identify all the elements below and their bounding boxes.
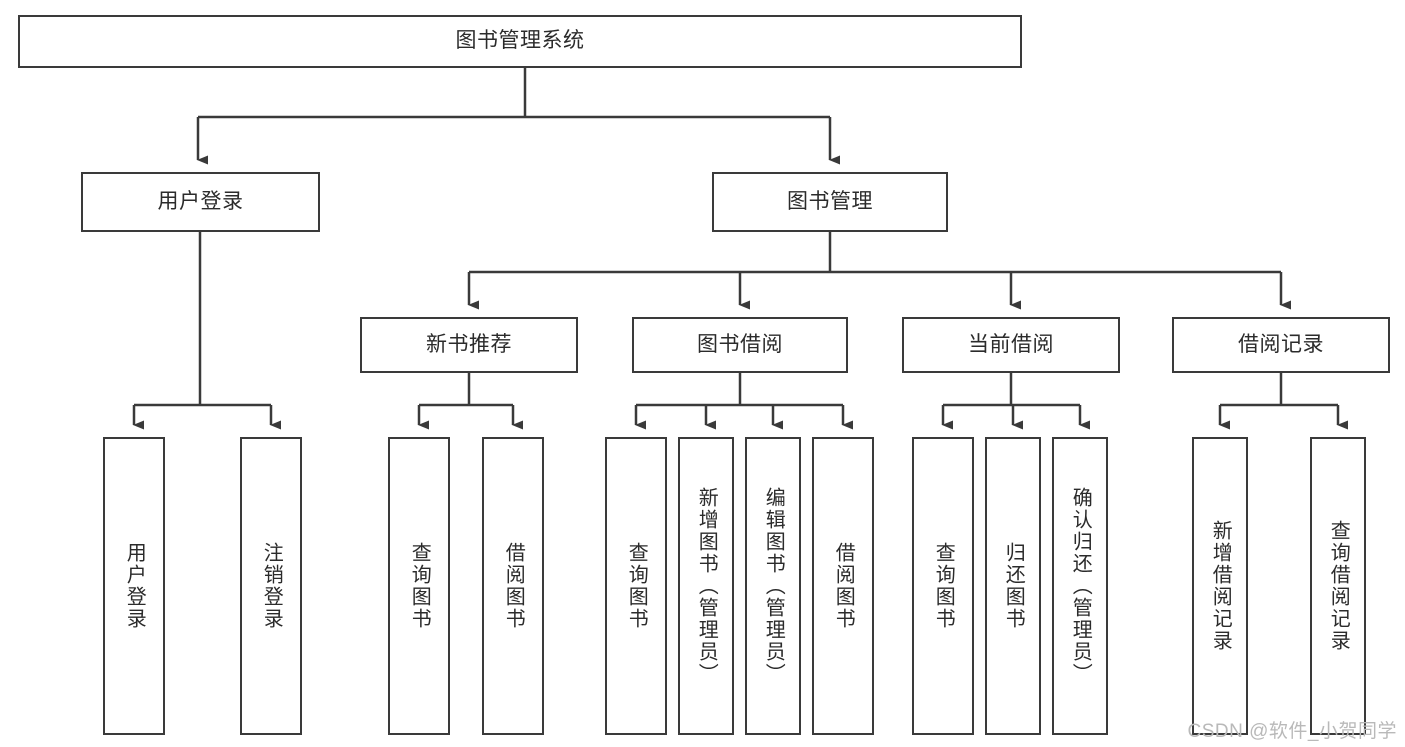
leaf-query-book-1[interactable]: 查询图书 (388, 437, 450, 735)
csdn-watermark: CSDN @软件_小贺同学 (1187, 721, 1397, 742)
leaf-borrow-book-2-label: 借阅图书 (832, 542, 855, 630)
node-book-manage-label: 图书管理 (787, 189, 873, 213)
leaf-borrow-book-2[interactable]: 借阅图书 (812, 437, 874, 735)
node-borrow-record-label: 借阅记录 (1238, 332, 1324, 356)
leaf-add-record[interactable]: 新增借阅记录 (1192, 437, 1248, 735)
leaf-query-book-3[interactable]: 查询图书 (912, 437, 974, 735)
leaf-user-login-label: 用户登录 (123, 542, 146, 630)
leaf-return-book-label: 归还图书 (1002, 542, 1025, 630)
node-book-borrow[interactable]: 图书借阅 (632, 317, 848, 373)
leaf-confirm-return-label: 确认归还（管理员） (1069, 487, 1092, 685)
node-user-login-label: 用户登录 (157, 189, 244, 213)
leaf-query-book-3-label: 查询图书 (932, 542, 955, 630)
leaf-user-login[interactable]: 用户登录 (103, 437, 165, 735)
leaf-add-book-label: 新增图书（管理员） (695, 487, 718, 685)
leaf-add-record-label: 新增借阅记录 (1209, 520, 1232, 652)
node-root[interactable]: 图书管理系统 (18, 15, 1022, 68)
leaf-logout[interactable]: 注销登录 (240, 437, 302, 735)
leaf-query-book-1-label: 查询图书 (408, 542, 431, 630)
node-book-manage[interactable]: 图书管理 (712, 172, 948, 232)
node-new-book-rec-label: 新书推荐 (426, 332, 512, 356)
leaf-query-book-2[interactable]: 查询图书 (605, 437, 667, 735)
node-current-borrow[interactable]: 当前借阅 (902, 317, 1120, 373)
leaf-return-book[interactable]: 归还图书 (985, 437, 1041, 735)
node-user-login[interactable]: 用户登录 (81, 172, 320, 232)
leaf-edit-book[interactable]: 编辑图书（管理员） (745, 437, 801, 735)
leaf-confirm-return[interactable]: 确认归还（管理员） (1052, 437, 1108, 735)
leaf-query-record[interactable]: 查询借阅记录 (1310, 437, 1366, 735)
leaf-logout-label: 注销登录 (260, 542, 283, 630)
leaf-query-book-2-label: 查询图书 (625, 542, 648, 630)
node-current-borrow-label: 当前借阅 (968, 332, 1054, 356)
leaf-edit-book-label: 编辑图书（管理员） (762, 487, 785, 685)
node-borrow-record[interactable]: 借阅记录 (1172, 317, 1390, 373)
leaf-query-record-label: 查询借阅记录 (1327, 520, 1350, 652)
leaf-borrow-book-1-label: 借阅图书 (502, 542, 525, 630)
leaf-add-book[interactable]: 新增图书（管理员） (678, 437, 734, 735)
leaf-borrow-book-1[interactable]: 借阅图书 (482, 437, 544, 735)
node-root-label: 图书管理系统 (455, 29, 585, 53)
node-new-book-rec[interactable]: 新书推荐 (360, 317, 578, 373)
node-book-borrow-label: 图书借阅 (697, 332, 783, 356)
